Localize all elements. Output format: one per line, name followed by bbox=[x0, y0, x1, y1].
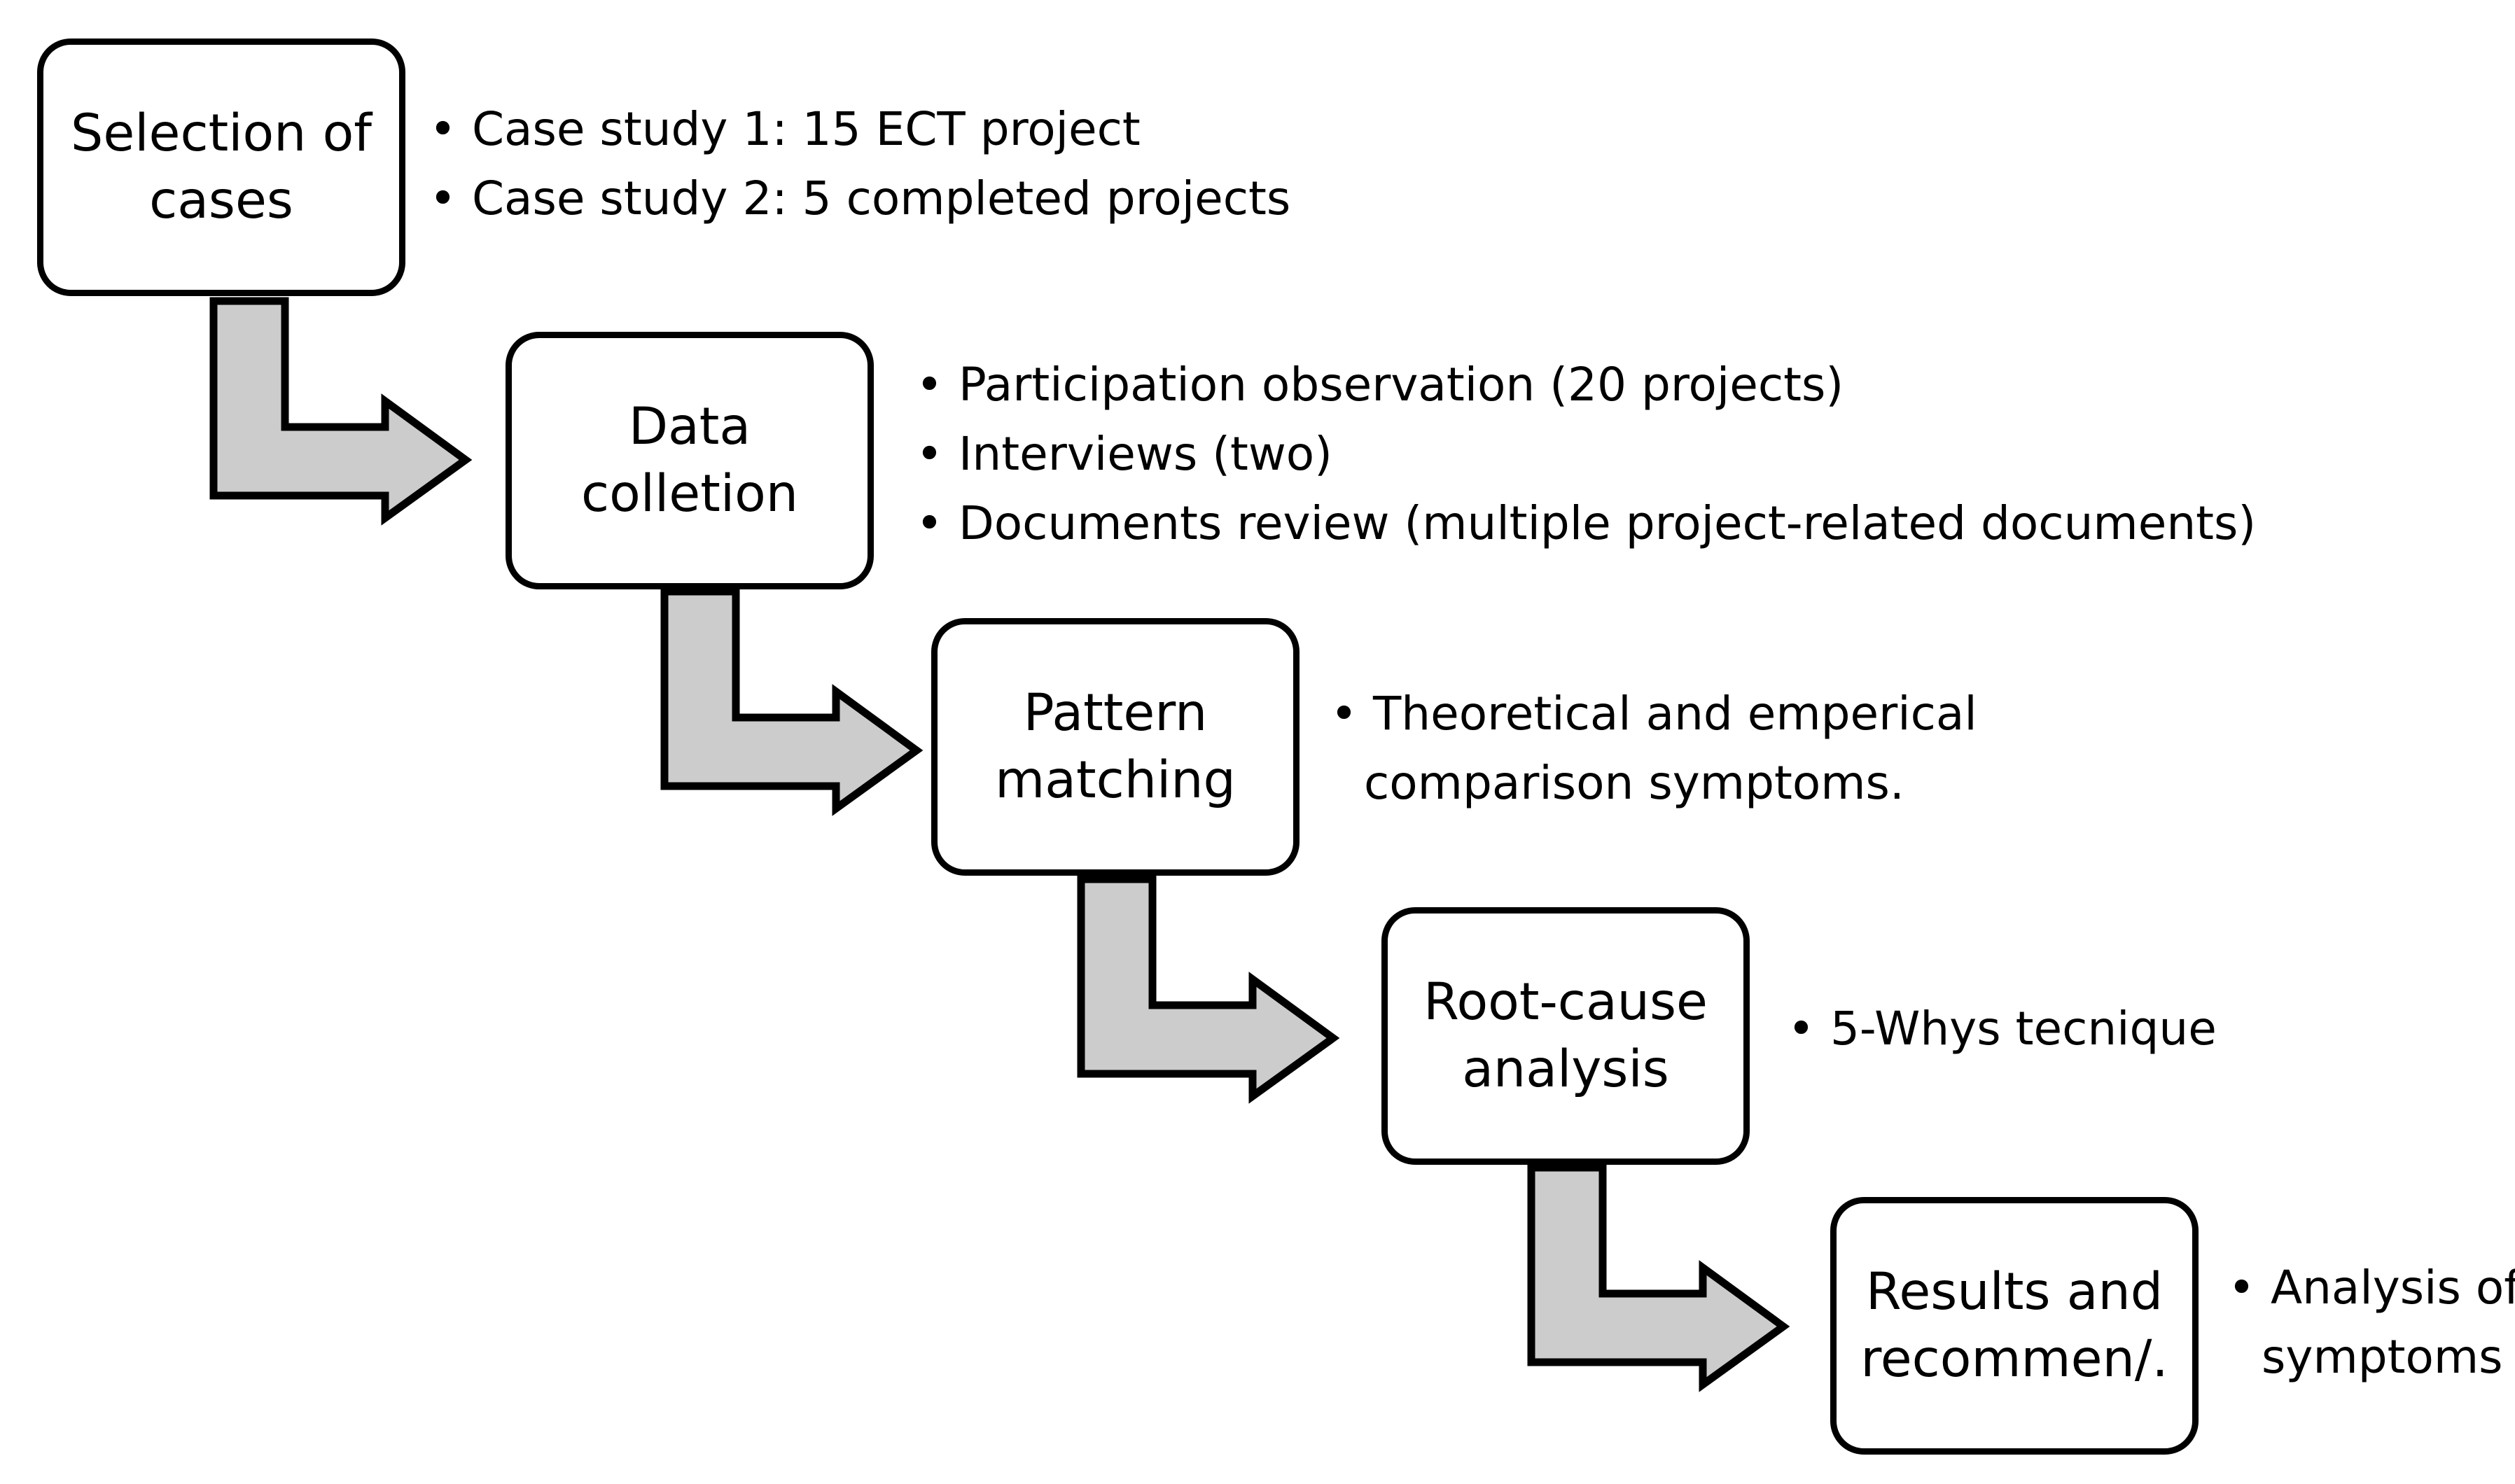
flow-arrow-shape bbox=[1077, 875, 1340, 1104]
bullet-list-pattern-matching: • Theoretical and emperical comparison sym… bbox=[1330, 679, 1977, 818]
bullet-item: • 5-Whys tecnique bbox=[1788, 994, 2217, 1063]
bullet-text: Documents review (multiple project-relat… bbox=[958, 496, 2257, 550]
step-label-line: Selection of bbox=[71, 104, 372, 163]
bullet-list-selection: • Case study 1: 15 ECT project • Case study… bbox=[429, 94, 1290, 233]
flow-arrow-shape bbox=[660, 587, 924, 816]
step-label-line: colletion bbox=[580, 464, 799, 524]
bullet-text: Case study 2: 5 completed projects bbox=[471, 172, 1291, 225]
step-label-line: Root-cause bbox=[1423, 972, 1708, 1032]
step-box-results: Results and recommen/. bbox=[1830, 1197, 2199, 1455]
flow-arrow-2 bbox=[660, 587, 924, 816]
step-label-line: Data bbox=[628, 397, 751, 456]
bullet-text: 5-Whys tecnique bbox=[1830, 1002, 2217, 1056]
bullet-icon: • bbox=[916, 427, 943, 481]
bullet-icon: • bbox=[429, 102, 457, 156]
step-box-pattern-matching: Pattern matching bbox=[931, 618, 1300, 876]
step-label-line: Results and bbox=[1865, 1262, 2164, 1322]
bullet-text: Participation observation (20 projects) bbox=[958, 358, 1844, 412]
bullet-text: Case study 1: 15 ECT project bbox=[471, 102, 1141, 156]
step-label-line: recommen/. bbox=[1860, 1329, 2168, 1389]
bullet-item: • Case study 2: 5 completed projects bbox=[429, 164, 1290, 233]
step-label-line: Pattern bbox=[1023, 683, 1208, 743]
flow-arrow-3 bbox=[1077, 875, 1340, 1104]
bullet-icon: • bbox=[916, 358, 943, 412]
step-label-line: matching bbox=[995, 750, 1236, 810]
step-label-line: cases bbox=[149, 171, 293, 230]
flow-arrow-shape bbox=[209, 297, 473, 526]
bullet-item: • Documents review (multiple project-rela… bbox=[916, 489, 2256, 558]
bullet-text: Interviews (two) bbox=[958, 427, 1332, 481]
bullet-icon: • bbox=[2228, 1261, 2255, 1315]
bullet-list-data-collection: • Participation observation (20 projects)… bbox=[916, 350, 2256, 558]
bullet-item: • Interviews (two) bbox=[916, 419, 2256, 489]
bullet-text: Theoretical and emperical bbox=[1372, 687, 1977, 741]
bullet-text: comparison symptoms. bbox=[1364, 756, 1904, 810]
bullet-item: • Theoretical and emperical bbox=[1330, 679, 1977, 748]
bullet-item-continuation: comparison symptoms. bbox=[1330, 748, 1977, 818]
bullet-icon: • bbox=[1330, 687, 1358, 741]
flow-arrow-4 bbox=[1527, 1163, 1790, 1392]
bullet-item: • Case study 1: 15 ECT project bbox=[429, 94, 1290, 164]
step-box-data-collection: Data colletion bbox=[506, 332, 874, 589]
flow-arrow-shape bbox=[1527, 1163, 1790, 1392]
step-box-selection: Selection of cases bbox=[37, 38, 405, 296]
bullet-list-root-cause: • 5-Whys tecnique bbox=[1788, 994, 2217, 1063]
bullet-item: • Participation observation (20 projects) bbox=[916, 350, 2256, 419]
step-label-line: analysis bbox=[1462, 1040, 1669, 1099]
bullet-icon: • bbox=[1788, 1002, 1815, 1056]
bullet-text: Analysis of bbox=[2270, 1261, 2515, 1315]
bullet-item-continuation: symptoms bbox=[2228, 1322, 2515, 1392]
bullet-icon: • bbox=[916, 496, 943, 550]
bullet-text: symptoms bbox=[2262, 1330, 2503, 1384]
bullet-icon: • bbox=[429, 172, 457, 225]
flow-arrow-1 bbox=[209, 297, 473, 526]
bullet-item: • Analysis of bbox=[2228, 1253, 2515, 1322]
bullet-list-results: • Analysis of symptoms bbox=[2228, 1253, 2515, 1392]
step-box-root-cause: Root-cause analysis bbox=[1381, 907, 1750, 1165]
